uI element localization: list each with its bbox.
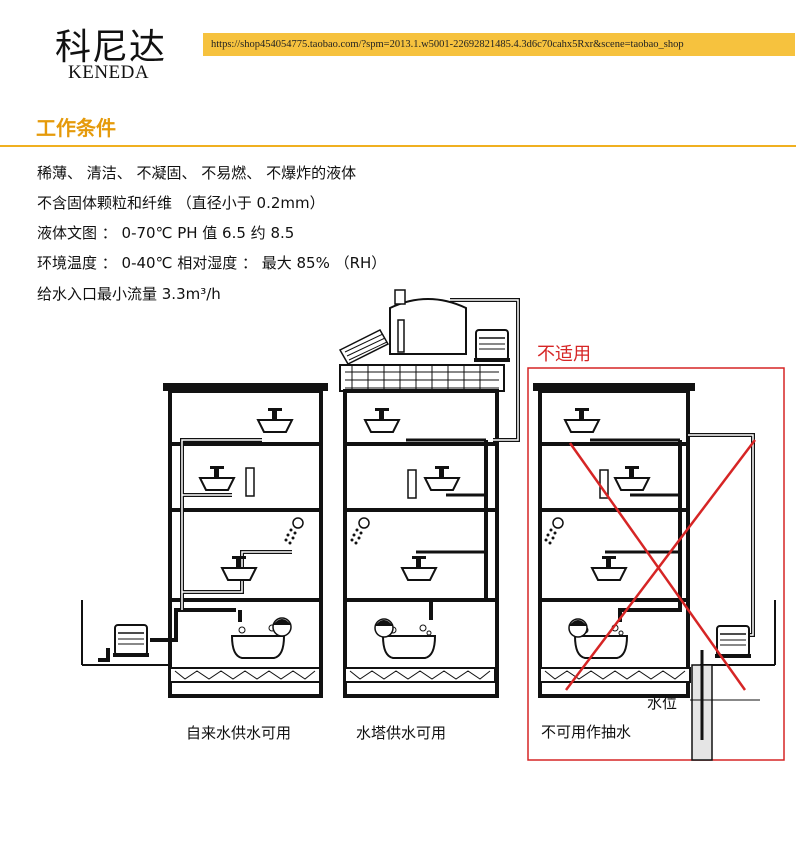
caption-tap-water: 自来水供水可用 [186, 724, 292, 742]
section-rule [0, 145, 796, 147]
condition-line: 稀薄、 清洁、 不凝固、 不易燃、 不爆炸的液体 [37, 164, 357, 182]
building-water-tower [338, 289, 520, 698]
shop-url-bar[interactable]: https://shop454054775.taobao.com/?spm=20… [203, 33, 795, 56]
building-not-applicable [527, 367, 785, 761]
caption-water-tower: 水塔供水可用 [356, 724, 447, 742]
caption-not-pumping: 不可用作抽水 [541, 723, 632, 741]
caption-not-applicable: 不适用 [537, 344, 591, 365]
condition-line: 不含固体颗粒和纤维 （直径小于 0.2mm） [37, 194, 325, 212]
building-tap-water [98, 383, 328, 698]
condition-line: 液体文图 ： 0-70℃ PH 值 6.5 约 8.5 [37, 224, 295, 242]
reject-cross [565, 439, 756, 691]
condition-line: 给水入口最小流量 3.3m³/h [37, 285, 221, 303]
section-title: 工作条件 [36, 116, 116, 140]
caption-water-level: 水位 [647, 694, 678, 712]
logo-english: KENEDA [68, 62, 150, 83]
tap-water-pump [81, 600, 170, 666]
condition-line: 环境温度 ： 0-40℃ 相对湿度 ： 最大 85% （RH） [37, 254, 387, 272]
logo-chinese: 科尼达 [55, 27, 167, 68]
